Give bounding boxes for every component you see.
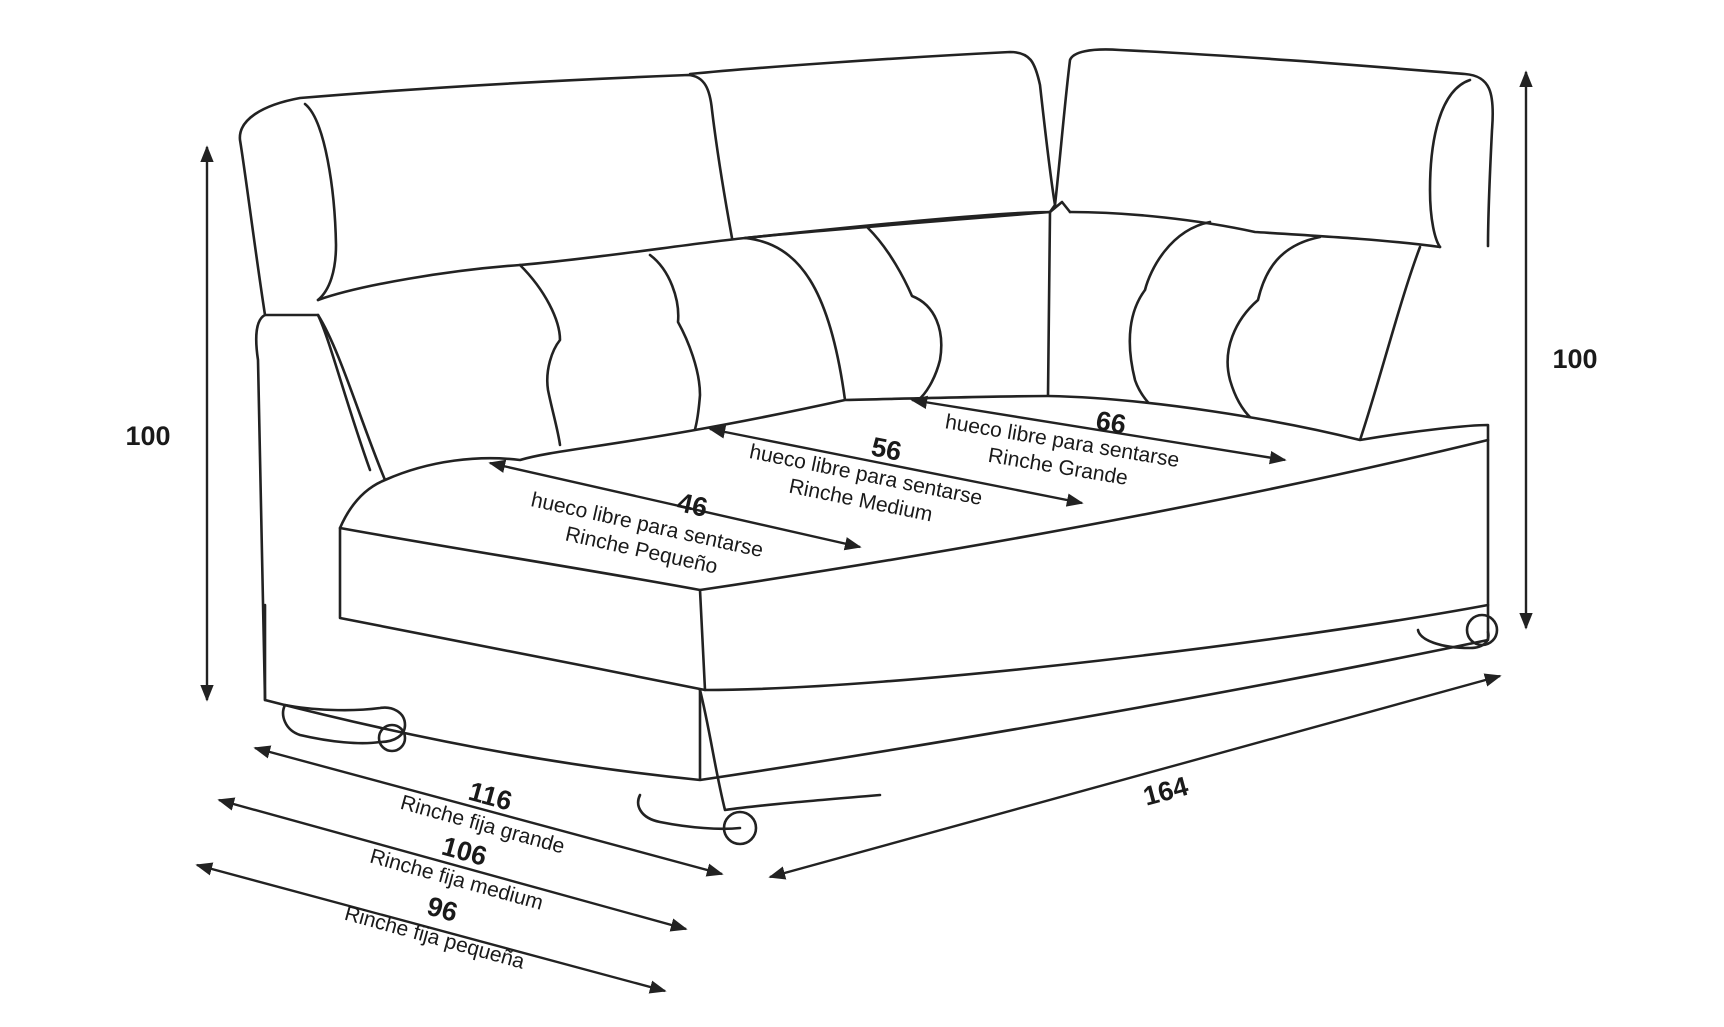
- back-cushion-row-left: [316, 236, 847, 402]
- seat-corner-line: [698, 588, 707, 692]
- left-arm-inner: [316, 313, 372, 472]
- depth-arrow-96: [195, 862, 667, 994]
- foot-left-roller: [377, 723, 407, 753]
- sofa-drawing: [238, 48, 1499, 846]
- height-right-value: 100: [1552, 344, 1597, 374]
- cushion-seam-5: [1226, 235, 1322, 434]
- cushion-seam-4: [1128, 220, 1212, 417]
- seat-top: [338, 394, 1490, 692]
- seat-arrow-46: [488, 459, 862, 551]
- foot-left: [281, 703, 407, 745]
- seat-value-46: 46: [675, 487, 711, 523]
- cushion-seam-2: [648, 253, 702, 442]
- base-front-curve: [698, 688, 882, 812]
- headrest-right-wing: [1428, 78, 1472, 249]
- right-back-cushion-edge: [1358, 245, 1422, 442]
- back-panel-left: [238, 73, 734, 317]
- foot-middle-roller: [722, 810, 758, 846]
- depth-value-96: 96: [424, 891, 461, 928]
- foot-right-roller: [1465, 613, 1499, 647]
- seat-arrow-66: [910, 395, 1287, 465]
- back-panel-right: [1053, 48, 1494, 248]
- dimension-lines: [195, 70, 1533, 994]
- seat-value-66: 66: [1094, 405, 1129, 440]
- foot-right: [1416, 628, 1490, 650]
- length-value: 164: [1140, 771, 1191, 812]
- back-cushion-row-middle: [743, 210, 1052, 398]
- seat-value-56: 56: [869, 431, 904, 466]
- headrest-left-wing: [303, 102, 338, 302]
- seat-arrow-56: [708, 425, 1084, 507]
- corner-seam: [1048, 200, 1072, 214]
- length-arrow: [768, 673, 1502, 880]
- seat-front-edge: [338, 438, 1490, 592]
- back-panel-middle: [688, 50, 1057, 240]
- cushion-seam-3: [866, 226, 943, 402]
- height-left-value: 100: [125, 421, 170, 451]
- cushion-seam-1: [518, 263, 562, 447]
- back-cushion-row-right: [1068, 210, 1442, 249]
